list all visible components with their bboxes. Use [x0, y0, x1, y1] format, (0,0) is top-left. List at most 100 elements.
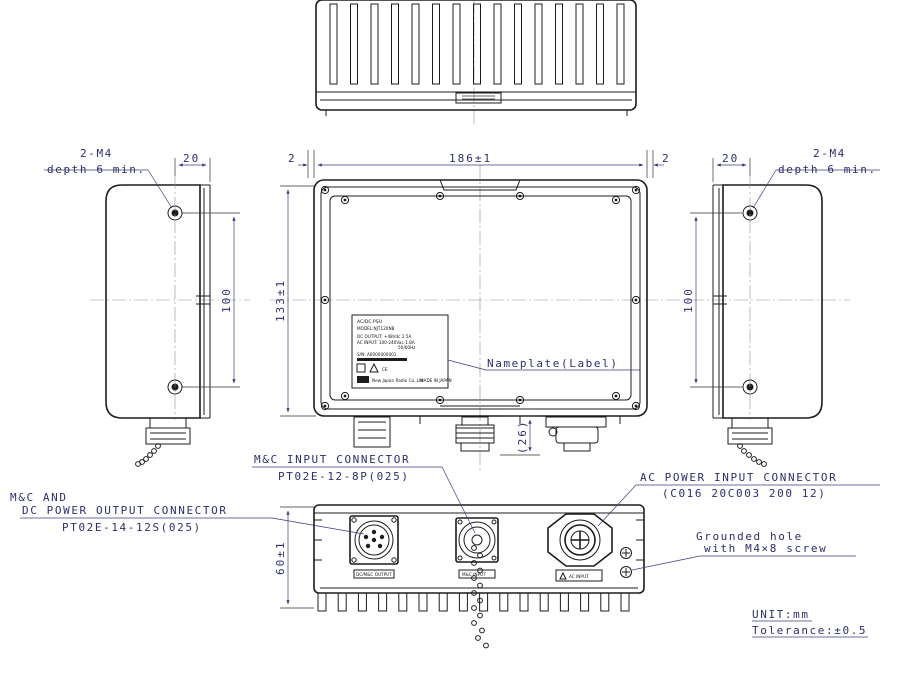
screw-icon	[631, 401, 641, 411]
screw-icon	[631, 295, 641, 305]
chain-link	[143, 456, 149, 462]
chain-link	[746, 452, 752, 458]
mc-input-part: PT02E-12-8P(025)	[278, 470, 410, 483]
screw-icon	[435, 191, 445, 201]
nameplate-line3: DC OUTPUT: +48Vdc 2.5A	[357, 334, 411, 339]
left-side-dimensions: 2-M4 depth 6 min. 20 100	[44, 147, 240, 388]
chain-link	[471, 590, 477, 596]
unit-note: UNIT:mm	[752, 608, 810, 621]
heatsink-fin	[329, 3, 338, 85]
tolerance-note: Tolerance:±0.5	[752, 624, 867, 637]
heatsink-fin	[350, 3, 358, 85]
front-dimensions: 186±1 2 2 133±1 (26)	[274, 150, 671, 456]
chain-link	[471, 620, 477, 626]
ground-line2: with M4×8 screw	[704, 542, 827, 555]
heatsink-fin	[575, 3, 584, 85]
dc-output-label: DC/M&C OUTPUT	[356, 572, 392, 577]
chain-link	[477, 612, 483, 619]
heatsink-fin	[616, 3, 625, 85]
heatsink-fin	[438, 592, 448, 612]
heatsink-fin	[458, 592, 468, 612]
m4-right-title: 2-M4	[813, 147, 846, 160]
heatsink-fin	[534, 3, 543, 85]
dim-depth: 60±1	[274, 541, 287, 576]
ac-input-part: (C016 20C003 200 12)	[662, 487, 826, 500]
heatsink-fin	[418, 592, 428, 612]
heatsink-fin	[555, 3, 563, 85]
dim-left-100: 100	[220, 287, 233, 313]
bottom-view: DC/M&C OUTPUT M&C INPUT AC INP	[313, 504, 645, 649]
heatsink-fin	[452, 3, 461, 85]
heatsink-fin	[370, 3, 379, 85]
heatsink-fin	[432, 3, 440, 85]
left-side-view	[90, 175, 250, 467]
chain-link	[147, 452, 153, 458]
nameplate-line2: MODEL:NJT120NB	[357, 326, 395, 331]
screw-icon	[611, 195, 621, 205]
heatsink-fin	[493, 3, 502, 85]
mc-dc-line2: DC POWER OUTPUT CONNECTOR	[22, 504, 228, 517]
m4-left-depth: depth 6 min.	[47, 163, 146, 176]
chain-link	[475, 635, 481, 641]
nameplate-line4: AC INPUT: 100-240Vac 1.8A	[357, 340, 415, 345]
chain-link	[483, 642, 489, 649]
right-side-view	[690, 175, 850, 467]
screw-icon	[320, 185, 330, 195]
chain-link	[477, 552, 483, 559]
heatsink-fin	[514, 3, 522, 85]
nameplate-origin: MADE IN JAPAN	[420, 378, 452, 383]
right-side-dimensions: 2-M4 depth 6 min. 20 100	[682, 147, 880, 388]
screw-icon	[515, 395, 525, 405]
screw-icon	[435, 395, 445, 405]
dim-height: 133±1	[274, 279, 287, 322]
heatsink-fin	[499, 592, 509, 612]
heatsink-fin	[600, 592, 610, 612]
heatsink-fin	[519, 592, 529, 612]
dim-gap-right: 2	[662, 152, 671, 165]
heatsink-fin	[378, 592, 388, 612]
m4-left-title: 2-M4	[80, 147, 113, 160]
dim-connector-26: (26)	[516, 420, 529, 455]
heatsink-fin	[391, 3, 399, 85]
mc-input-connector: M&C INPUT	[455, 517, 499, 649]
heatsink-fin	[473, 3, 481, 85]
heatsink-fin	[580, 592, 590, 612]
chain-link	[155, 443, 161, 449]
heatsink-fin	[398, 592, 408, 612]
screw-icon	[611, 391, 621, 401]
chain-link	[751, 456, 757, 462]
chain-link	[135, 461, 141, 467]
heatsink-fin	[620, 592, 630, 612]
nameplate-annotation: Nameplate(Label)	[487, 357, 619, 370]
heatsink-fin	[357, 592, 367, 612]
heatsink-fin	[596, 3, 604, 85]
chain-link	[477, 597, 483, 604]
front-view: AC/DC PSU MODEL:NJT120NB DC OUTPUT: +48V…	[270, 165, 690, 470]
nameplate-line5: 50/60Hz	[398, 345, 416, 350]
screw-icon	[320, 401, 330, 411]
screw-icon	[340, 391, 350, 401]
heatsink-fin	[479, 592, 489, 612]
chain-link	[737, 443, 743, 449]
ce-mark: CE	[382, 367, 388, 372]
mc-input-title: M&C INPUT CONNECTOR	[254, 453, 410, 466]
chain-link	[761, 461, 767, 467]
chain-link	[471, 545, 477, 551]
chain-link	[471, 605, 477, 611]
ground-line1: Grounded hole	[696, 530, 803, 543]
chain-link	[756, 459, 762, 465]
dim-right-20: 20	[722, 152, 739, 165]
nameplate-line6: S/N: A0000000001	[357, 352, 397, 357]
nameplate-label: AC/DC PSU MODEL:NJT120NB DC OUTPUT: +48V…	[351, 314, 452, 389]
ac-input-title: AC POWER INPUT CONNECTOR	[640, 471, 837, 484]
heatsink-fin	[337, 592, 347, 612]
heatsink-fin	[539, 592, 549, 612]
dc-output-connector: DC/M&C OUTPUT	[349, 515, 399, 579]
chain-link	[471, 560, 477, 566]
top-view	[315, 0, 637, 125]
screw-icon	[515, 191, 525, 201]
ac-input-label: AC INPUT	[569, 574, 589, 579]
nameplate-line1: AC/DC PSU	[357, 319, 382, 325]
dim-right-100: 100	[682, 287, 695, 313]
